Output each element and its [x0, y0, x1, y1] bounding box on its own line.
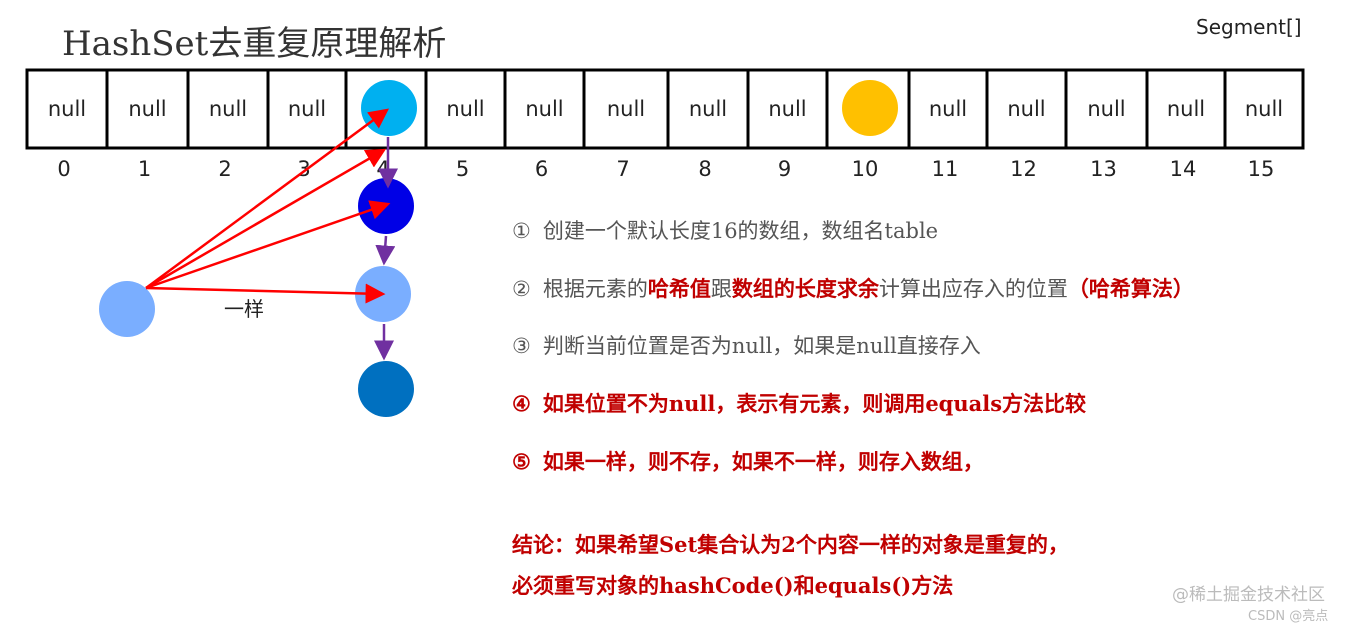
step-text: 计算出应存入的位置	[878, 277, 1068, 301]
watermark-juejin: @稀土掘金技术社区	[1172, 585, 1325, 605]
node-circle-bucket10	[842, 80, 898, 136]
cell-value: null	[209, 97, 247, 121]
index-label: 5	[456, 157, 469, 181]
chain-arrow	[375, 235, 396, 266]
step-text: 哈希值	[647, 276, 711, 301]
step-text: 数组的长度求余	[731, 276, 879, 301]
cell-value: null	[1007, 97, 1045, 121]
cell-value: null	[288, 97, 326, 121]
cell-value: null	[768, 97, 806, 121]
index-label: 11	[932, 157, 959, 181]
cell-value: null	[689, 97, 727, 121]
index-label: 10	[852, 157, 879, 181]
step-text: 判断当前位置是否为null，如果是null直接存入	[542, 334, 981, 358]
step-text: 跟	[710, 277, 732, 301]
index-label: 6	[535, 157, 548, 181]
step-text: 根据元素的	[542, 277, 648, 301]
compare-arrow	[145, 108, 390, 290]
step-number: ④	[512, 391, 531, 416]
step-5: ⑤ 如果一样，则不存，如果不一样，则存入数组，	[512, 449, 984, 475]
index-label: 12	[1010, 157, 1037, 181]
same-label: 一样	[224, 297, 264, 321]
index-label: 8	[698, 157, 711, 181]
cell-value: null	[1167, 97, 1205, 121]
index-label: 13	[1090, 157, 1117, 181]
cell-value: null	[128, 97, 166, 121]
index-label: 9	[778, 157, 791, 181]
watermark-csdn: CSDN @亮点	[1248, 609, 1329, 624]
step-text: 如果位置不为null，表示有元素，则调用equals方法比较	[542, 391, 1087, 416]
step-text: （哈希算法）	[1067, 276, 1194, 301]
index-label: 15	[1248, 157, 1275, 181]
page-title: HashSet去重复原理解析	[62, 24, 447, 64]
step-number: ①	[512, 219, 531, 243]
step-1: ① 创建一个默认长度16的数组，数组名table	[512, 218, 938, 244]
step-number: ③	[512, 334, 531, 358]
conclusion-line-1: 结论：如果希望Set集合认为2个内容一样的对象是重复的，	[512, 532, 1069, 557]
conclusion-line-2: 必须重写对象的hashCode()和equals()方法	[512, 573, 954, 598]
step-text: 创建一个默认长度16的数组，数组名table	[542, 219, 939, 243]
cell-value: null	[48, 97, 86, 121]
step-text: 如果一样，则不存，如果不一样，则存入数组，	[542, 449, 984, 474]
index-label: 7	[616, 157, 629, 181]
step-number: ②	[512, 277, 531, 301]
step-number: ⑤	[512, 449, 531, 474]
step-4: ④ 如果位置不为null，表示有元素，则调用equals方法比较	[512, 391, 1086, 417]
compare-arrow	[145, 148, 387, 290]
index-label: 0	[57, 157, 70, 181]
cell-value: null	[1245, 97, 1283, 121]
node-circle-chain-3	[358, 361, 414, 417]
array-cell-15	[1223, 68, 1305, 150]
step-3: ③ 判断当前位置是否为null，如果是null直接存入	[512, 333, 981, 359]
index-label: 14	[1170, 157, 1197, 181]
cell-value: null	[446, 97, 484, 121]
compare-arrow	[145, 283, 386, 304]
compare-arrow	[145, 200, 391, 290]
index-label: 1	[138, 157, 151, 181]
cell-value: null	[525, 97, 563, 121]
cell-value: null	[929, 97, 967, 121]
cell-value: null	[1087, 97, 1125, 121]
step-2: ② 根据元素的哈希值跟数组的长度求余计算出应存入的位置（哈希算法）	[512, 276, 1194, 302]
segment-label: Segment[]	[1196, 15, 1302, 39]
node-circle-bucket4	[361, 80, 417, 136]
new-element-circle	[99, 281, 155, 337]
index-label: 2	[218, 157, 231, 181]
cell-value: null	[607, 97, 645, 121]
